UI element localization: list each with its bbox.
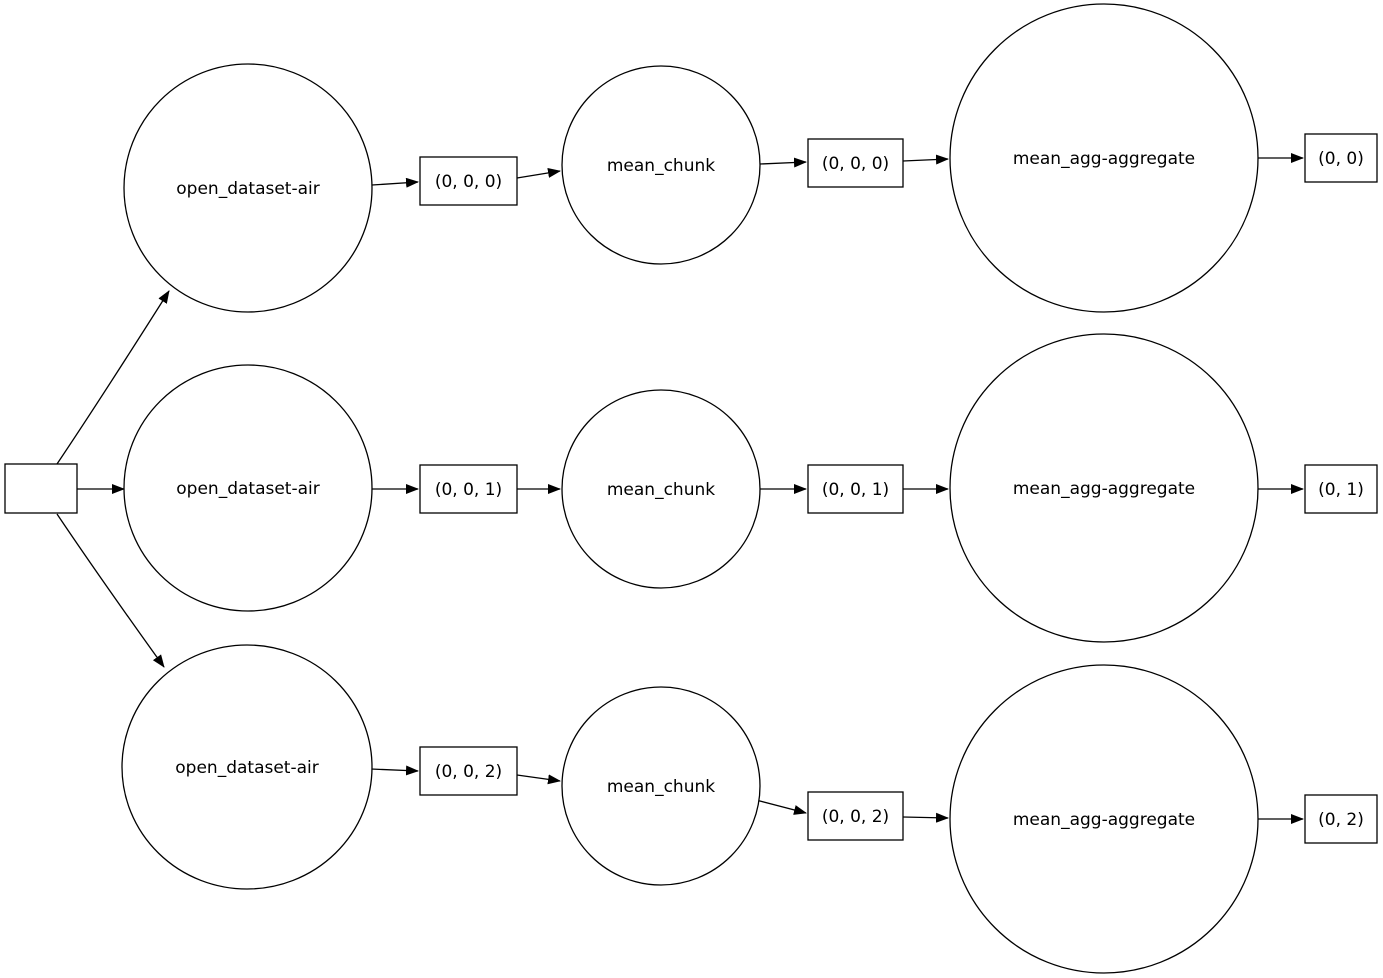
node-agg-2: mean_agg-aggregate	[949, 664, 1259, 974]
node-label: mean_agg-aggregate	[1013, 479, 1195, 499]
edge-chunk-0-to-key000-b	[759, 157, 807, 168]
node-key001-a: (0, 0, 1)	[419, 464, 518, 514]
node-key01: (0, 1)	[1304, 464, 1378, 514]
edge-open-air-0-to-key000-a	[371, 177, 419, 188]
task-ellipse	[123, 364, 373, 612]
task-ellipse	[123, 63, 373, 313]
node-label: (0, 0, 1)	[822, 480, 889, 500]
task-ellipse	[121, 644, 373, 890]
node-open-air-1: open_dataset-air	[123, 364, 373, 612]
task-ellipse	[949, 3, 1259, 313]
node-key002-b: (0, 0, 2)	[807, 791, 904, 841]
node-label: open_dataset-air	[176, 179, 319, 199]
key-rect	[419, 156, 518, 206]
node-key02: (0, 2)	[1304, 794, 1378, 844]
node-label: open_dataset-air	[175, 758, 318, 778]
node-key000-b: (0, 0, 0)	[807, 138, 904, 188]
node-label: (0, 0, 0)	[822, 154, 889, 174]
node-open-air-2: open_dataset-air	[121, 644, 373, 890]
task-ellipse	[949, 664, 1259, 974]
key-rect	[807, 791, 904, 841]
node-label: (0, 0, 2)	[822, 807, 889, 827]
node-label: (0, 0, 0)	[435, 172, 502, 192]
node-label: mean_agg-aggregate	[1013, 149, 1195, 169]
edge-key002-b-to-agg-2	[902, 812, 949, 823]
key-rect	[1304, 794, 1378, 844]
node-label: (0, 0, 1)	[435, 480, 502, 500]
edge-key002-a-to-chunk-2	[516, 774, 561, 785]
task-ellipse	[949, 333, 1259, 643]
node-label: (0, 2)	[1318, 810, 1364, 830]
task-ellipse	[561, 686, 761, 886]
node-label: (0, 0)	[1318, 149, 1364, 169]
node-key001-b: (0, 0, 1)	[807, 464, 904, 514]
node-label: mean_chunk	[607, 480, 715, 500]
key-rect	[419, 464, 518, 514]
node-agg-1: mean_agg-aggregate	[949, 333, 1259, 643]
edge-root-to-open-air-2	[56, 513, 165, 668]
node-chunk-1: mean_chunk	[561, 389, 761, 589]
node-label: mean_chunk	[607, 777, 715, 797]
node-chunk-2: mean_chunk	[561, 686, 761, 886]
node-label: mean_agg-aggregate	[1013, 810, 1195, 830]
key-rect	[807, 138, 904, 188]
node-open-air-0: open_dataset-air	[123, 63, 373, 313]
node-label: open_dataset-air	[176, 479, 319, 499]
key-rect	[807, 464, 904, 514]
key-rect	[1304, 133, 1378, 183]
task-ellipse	[561, 389, 761, 589]
node-label: (0, 1)	[1318, 480, 1364, 500]
task-ellipse	[561, 65, 761, 265]
node-root	[4, 463, 78, 514]
edge-chunk-2-to-key002-b	[755, 799, 807, 815]
key-rect	[1304, 464, 1378, 514]
node-chunk-0: mean_chunk	[561, 65, 761, 265]
node-key002-a: (0, 0, 2)	[419, 746, 518, 796]
edge-key000-b-to-agg-0	[902, 154, 949, 165]
key-rect	[419, 746, 518, 796]
root-rect	[4, 463, 78, 514]
edge-root-to-open-air-0	[56, 290, 170, 465]
node-key000-a: (0, 0, 0)	[419, 156, 518, 206]
node-key00: (0, 0)	[1304, 133, 1378, 183]
edge-key000-a-to-chunk-0	[516, 167, 561, 179]
edge-open-air-2-to-key002-a	[370, 765, 419, 776]
node-label: mean_chunk	[607, 156, 715, 176]
node-label: (0, 0, 2)	[435, 762, 502, 782]
node-agg-0: mean_agg-aggregate	[949, 3, 1259, 313]
